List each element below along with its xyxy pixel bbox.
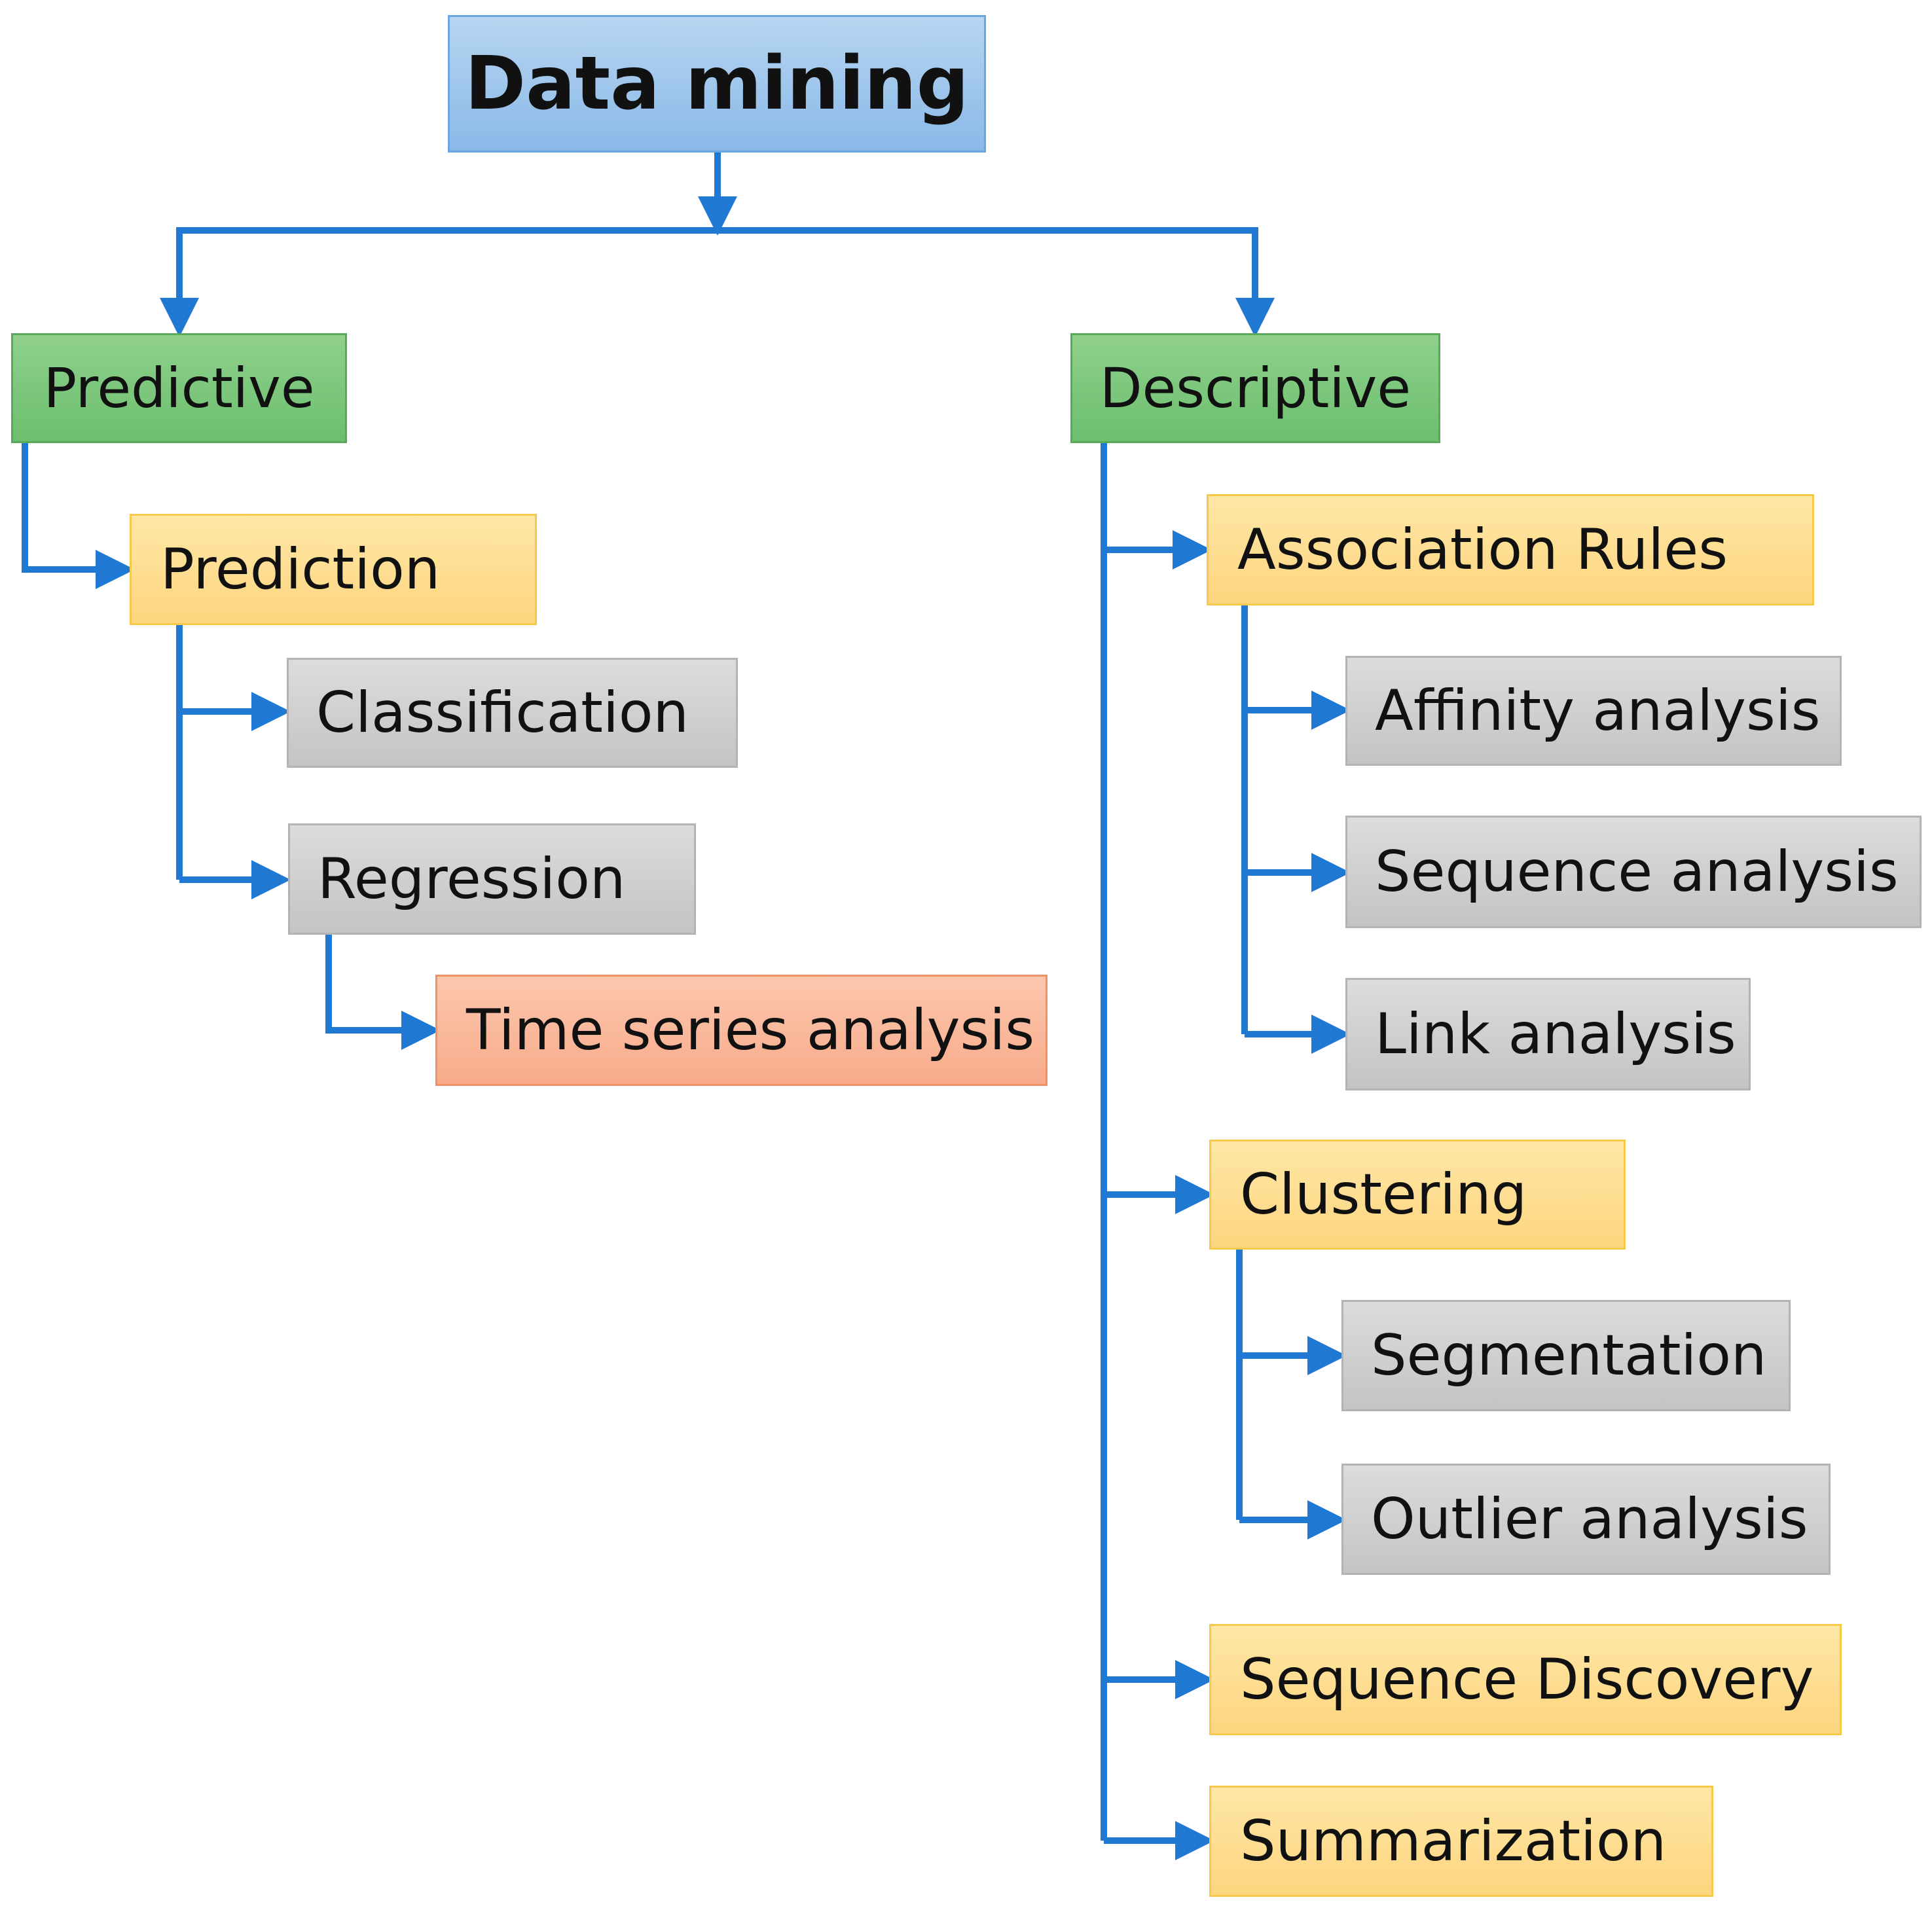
segmentation-node: Segmentation bbox=[1341, 1300, 1791, 1411]
sequence-discovery-node: Sequence Discovery bbox=[1209, 1624, 1842, 1735]
predictive-node: Predictive bbox=[11, 333, 347, 443]
sequence-discovery-label: Sequence Discovery bbox=[1240, 1647, 1814, 1712]
descriptive-node: Descriptive bbox=[1070, 333, 1440, 443]
link-analysis-node: Link analysis bbox=[1345, 978, 1751, 1090]
connector-predictive-to-prediction bbox=[22, 443, 135, 589]
time-series-analysis-label: Time series analysis bbox=[466, 998, 1035, 1063]
connector-to-predictive bbox=[160, 227, 718, 337]
summarization-node: Summarization bbox=[1209, 1786, 1713, 1897]
connector-to-descriptive bbox=[718, 227, 1275, 337]
outlier-analysis-label: Outlier analysis bbox=[1371, 1487, 1808, 1552]
affinity-analysis-node: Affinity analysis bbox=[1345, 656, 1842, 766]
classification-node: Classification bbox=[287, 658, 738, 768]
root-node: Data mining bbox=[448, 15, 986, 153]
regression-label: Regression bbox=[318, 846, 626, 912]
sequence-analysis-label: Sequence analysis bbox=[1375, 839, 1899, 905]
descriptive-label: Descriptive bbox=[1099, 356, 1412, 420]
predictive-label: Predictive bbox=[43, 356, 315, 420]
association-rules-node: Association Rules bbox=[1207, 494, 1814, 605]
connector-regression-to-timeseries bbox=[325, 935, 441, 1050]
prediction-node: Prediction bbox=[130, 514, 537, 625]
link-analysis-label: Link analysis bbox=[1375, 1001, 1736, 1067]
clustering-node: Clustering bbox=[1209, 1140, 1626, 1250]
association-rules-label: Association Rules bbox=[1237, 517, 1728, 583]
outlier-analysis-node: Outlier analysis bbox=[1341, 1464, 1831, 1575]
clustering-label: Clustering bbox=[1240, 1162, 1527, 1227]
segmentation-label: Segmentation bbox=[1371, 1323, 1767, 1388]
prediction-label: Prediction bbox=[160, 537, 441, 602]
classification-label: Classification bbox=[316, 680, 689, 746]
summarization-label: Summarization bbox=[1240, 1809, 1667, 1874]
regression-node: Regression bbox=[288, 823, 696, 935]
affinity-analysis-label: Affinity analysis bbox=[1375, 678, 1821, 744]
time-series-analysis-node: Time series analysis bbox=[435, 975, 1048, 1086]
sequence-analysis-node: Sequence analysis bbox=[1345, 816, 1922, 928]
root-label: Data mining bbox=[465, 41, 969, 126]
